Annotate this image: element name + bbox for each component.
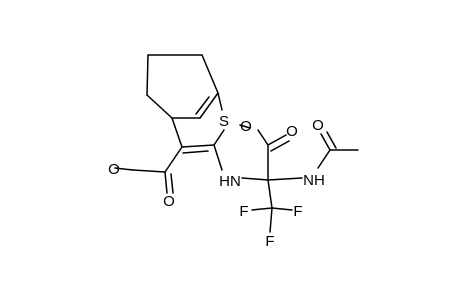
bond xyxy=(267,177,303,181)
bond xyxy=(182,150,209,154)
bond xyxy=(213,144,223,171)
bond xyxy=(170,173,174,194)
amine-link xyxy=(213,144,269,181)
bond xyxy=(164,146,183,173)
trifluoromethyl-group xyxy=(251,207,293,233)
ring-ester-group xyxy=(114,146,183,194)
atom-oxygen-acetamide: O xyxy=(312,117,324,134)
atom-oxygen-ring-ester-double: O xyxy=(163,193,175,210)
bond xyxy=(267,179,273,209)
bond xyxy=(217,92,223,111)
acetamide-group xyxy=(317,131,359,169)
atom-amine-nh: HN xyxy=(219,173,241,190)
bond xyxy=(146,54,149,96)
bond xyxy=(181,144,215,148)
atom-oxygen-ester-single: O xyxy=(240,118,252,135)
bond xyxy=(114,167,134,171)
atom-fluorine: F xyxy=(293,203,302,220)
bond xyxy=(146,94,173,119)
cyclohexene-ring xyxy=(146,54,219,119)
atom-oxygen-ring-ester-single: O xyxy=(108,161,120,178)
quaternary-carbon-branches xyxy=(239,124,303,209)
bond xyxy=(132,169,166,173)
bond xyxy=(199,92,219,119)
bond xyxy=(239,124,251,129)
bond xyxy=(267,134,287,146)
bond xyxy=(269,207,273,233)
bond xyxy=(201,54,219,94)
atom-fluorine: F xyxy=(265,233,274,250)
thiophene-ring xyxy=(171,92,225,154)
bond xyxy=(164,171,168,194)
bond xyxy=(251,207,273,211)
bond xyxy=(326,131,337,149)
bond xyxy=(241,177,269,181)
bond xyxy=(171,117,183,148)
atom-fluorine: F xyxy=(239,203,248,220)
atom-acetamide-nh: NH xyxy=(303,172,325,189)
bond xyxy=(257,129,269,146)
atom-oxygen-ester-double: O xyxy=(286,123,298,140)
bond xyxy=(213,129,225,146)
bond xyxy=(195,96,210,115)
bond xyxy=(317,149,331,169)
bond xyxy=(271,207,293,211)
bond xyxy=(270,140,290,152)
bond xyxy=(320,133,331,151)
atom-labels: S O O HN O O O NH F F F xyxy=(108,113,325,250)
atom-sulfur: S xyxy=(219,113,229,130)
